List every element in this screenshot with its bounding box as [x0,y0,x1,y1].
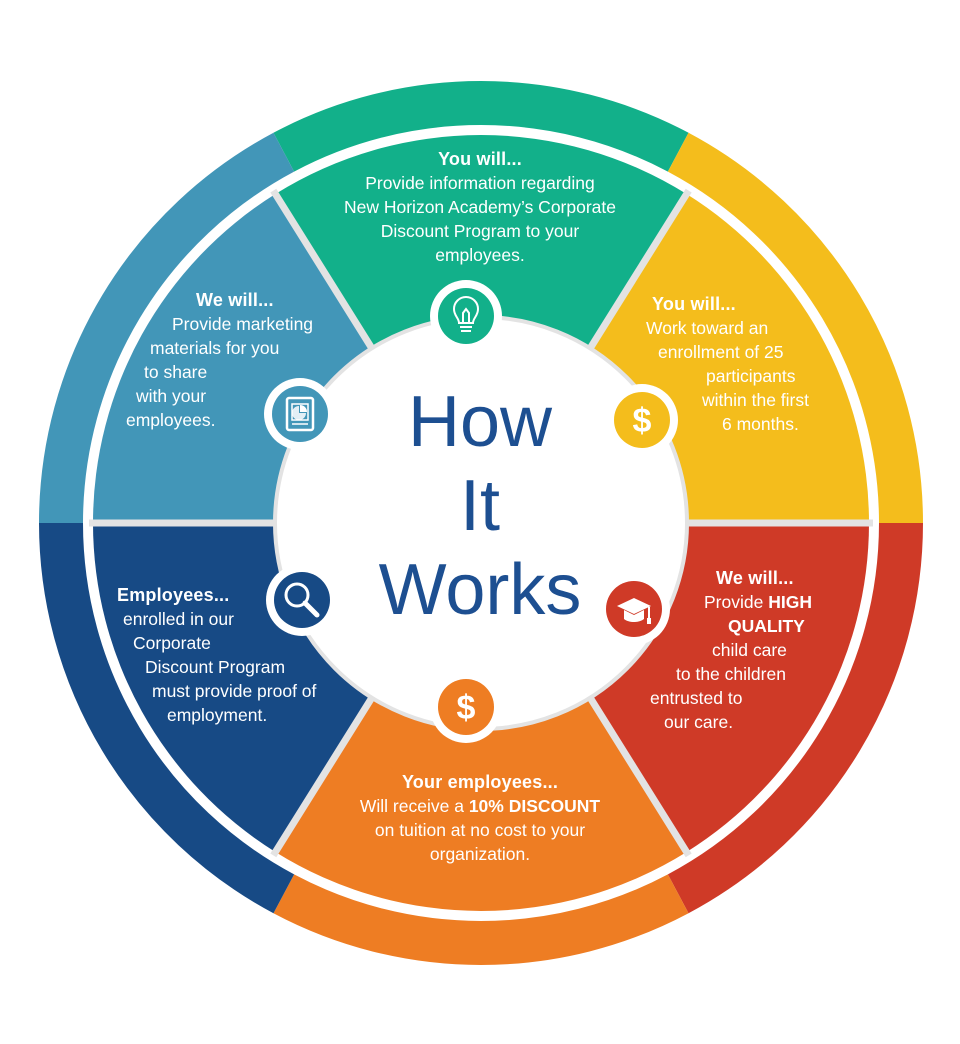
segment-line: Discount Program [145,657,286,677]
segment-line: Discount Program to your [380,221,580,241]
segment-heading: We will... [716,568,794,588]
segment-lower-right-text: We will... Provide HIGH QUALITY child ca… [640,566,840,734]
segment-line: our care. [664,712,734,732]
badge-lower-right [598,573,670,645]
segment-line: to share [144,362,208,382]
segment-top-text: You will... Provide information regardin… [320,147,640,267]
badge-fill [614,392,670,448]
segment-line: Provide marketing [172,314,314,334]
segment-line: Corporate [133,633,211,653]
segment-line: QUALITY [640,614,840,638]
segment-line: employees. [435,245,525,265]
segment-line: Will receive a 10% DISCOUNT [359,796,601,816]
segment-line: Work toward an [646,318,769,338]
center-title: How It Works [330,380,630,632]
ring-arc-upper-left [39,132,295,524]
segment-line: with your [136,386,207,406]
divider-line [584,188,692,356]
segment-line: enrollment of 25 [658,342,784,362]
center-title-line: It [459,466,500,546]
badge-top [430,280,502,352]
graduation-cap-icon [617,598,651,624]
segment-upper-right-text: You will... Work toward an enrollment of… [620,292,840,436]
magnifier-icon [284,582,320,618]
segment-bottom-text: Your employees... Will receive a 10% DIS… [320,770,640,866]
divider-line [270,690,378,858]
segment-line: 6 months. [722,414,799,434]
segment-line: must provide proof of [152,681,317,701]
segment-line: employment. [167,705,268,725]
segment-line: to the children [676,664,786,684]
segment-lower-left-text: Employees... enrolled in our Corporate D… [115,583,355,727]
badge-upper-right: $ [606,384,678,456]
segment-line: employees. [126,410,216,430]
badge-bottom: $ [430,671,502,743]
center-title-line: Works [378,550,582,630]
segment-line: child care [712,640,787,660]
segment-line: Provide information regarding [365,173,595,193]
segment-dividers [89,188,873,858]
lightbulb-icon [452,296,480,332]
divider-line [270,188,378,356]
segment-heading: You will... [438,149,522,169]
highlight-text: 10% DISCOUNT [468,796,601,816]
highlight-text: QUALITY [728,616,805,636]
divider-line [584,690,692,858]
ring-arc-bottom [273,874,689,965]
ring-arc-lower-left [39,522,295,914]
outer-ring [39,81,923,965]
dollar-icon: $ [457,689,476,727]
badge-lower-left [266,564,338,636]
badge-upper-left [264,378,336,450]
ring-arc-top [273,81,689,172]
segment-heading: Your employees... [401,772,559,792]
segment-line: New Horizon Academy’s Corporate [343,197,617,217]
center-title-line: How [407,382,553,462]
segment-line: entrusted to [650,688,743,708]
badge-fill [438,679,494,735]
segment-line: enrolled in our [123,609,234,629]
dollar-icon: $ [633,402,652,440]
segment-line: organization. [429,844,531,864]
segment-heading: We will... [196,290,274,310]
segment-line: within the first [702,390,809,410]
segment-line: materials for you [150,338,280,358]
segment-heading: Employees... [117,585,230,605]
badge-fill [438,288,494,344]
segment-line: on tuition at no cost to your [374,820,586,840]
segment-heading: You will... [652,294,736,314]
segment-line: participants [706,366,796,386]
document-icon [285,396,315,432]
highlight-text: HIGH [768,592,812,612]
segment-line: Provide HIGH [704,592,812,612]
ring-arc-lower-right [667,522,923,914]
ring-arc-upper-right [667,132,923,524]
segment-upper-left-text: We will... Provide marketing materials f… [120,288,340,432]
